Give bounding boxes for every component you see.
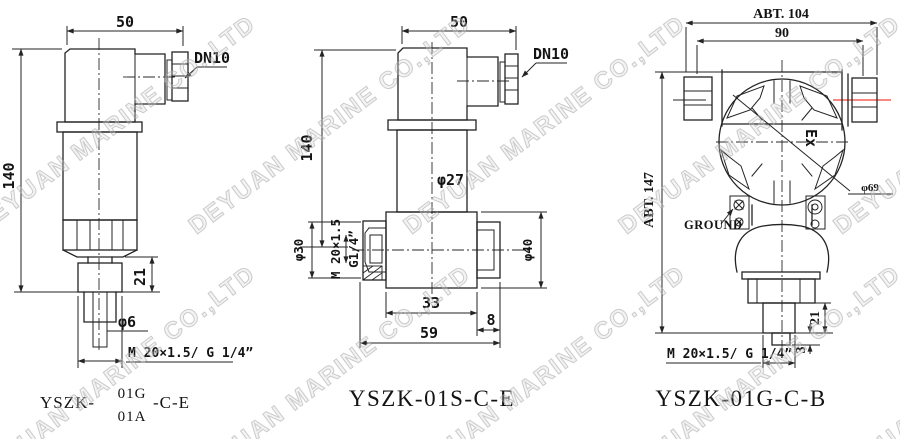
thread-stub [762,302,796,334]
ex-mark: Ex [802,129,820,147]
dim-port-left-label: φ30 [291,239,306,262]
model-suffix: -C-E [153,393,190,412]
flange [56,121,143,133]
dim-dia-label: φ69 [861,182,879,194]
dim-total: 59 [359,282,501,348]
dim-body-label: φ27 [437,171,464,189]
dim-height: 140 [298,49,396,248]
ground-callout: GROUND [684,208,743,232]
neck [87,256,113,264]
dim-width: 50 [66,13,184,46]
thread-label: M 20×1.5/ G 1/4” [667,347,792,362]
dim-thread: M 20×1.5 G1/4” [328,219,361,279]
model-label-right: YSZK-01G-C-B [655,386,826,411]
dim-width: 90 [696,26,864,76]
dim-width-label: 50 [450,13,468,31]
probe-outer [83,291,117,323]
port-right [476,221,501,279]
gland-plate [499,61,506,103]
model-lower: 01A [118,409,147,425]
conduit-bar [721,69,849,131]
hex-nut [747,278,816,304]
dim-thread: M 20×1.5/ G 1/4” [77,296,253,368]
drawing-left: 50 140 21 φ6 M 20×1.5/ G 1/4” [0,13,253,425]
model-prefix: YSZK- [40,393,95,412]
dim-height-abt-label: ABT. 147 [642,172,657,228]
dome [734,223,830,273]
conduit-hex-left [683,76,713,121]
dim-stub-label: 21 [808,311,823,325]
ground-label: GROUND [684,218,743,232]
dim-port-right-label: φ40 [520,239,535,262]
gland-plate [166,59,173,101]
thread-block [77,262,123,293]
model-upper: 01G [118,386,147,402]
gland-label: DN10 [533,45,569,63]
dim-port-left: φ30 [291,221,361,279]
dim-port-right: φ40 [481,211,547,289]
dim-width-label: 90 [775,26,789,41]
mounting-tabs [729,195,826,230]
thread-m-label: M 20×1.5 [328,219,343,279]
dim-width-abt: ABT. 104 [685,7,878,75]
probe-inner [92,291,108,348]
dim-width-abt-label: ABT. 104 [753,7,809,22]
drawing-right: φ69 Ex ABT. 104 [642,7,893,411]
gland-callout: DN10 [521,45,569,78]
dim-total-label: 59 [420,324,438,342]
dim-stub: 21 [797,302,831,334]
drawing-middle: 50 140 φ30 M 20×1.5 G1/4” φ27 33 [291,13,569,411]
thread-g-label: G1/4” [346,230,361,268]
dim-height-abt: ABT. 147 [642,71,833,334]
dim-height-label: 140 [0,162,18,189]
thread-label: M 20×1.5/ G 1/4” [128,346,253,361]
flange [741,271,821,280]
neck [751,204,813,226]
body-cylinder [62,131,138,221]
dim-tip-label: 3 [794,347,809,354]
hex-nut [62,219,138,251]
dim-height-label: 140 [298,134,316,161]
housing-circle [718,78,846,206]
dia-callout: φ69 [848,182,893,195]
gland-label: DN10 [194,49,230,67]
dim-tip: 3 [792,324,820,354]
dim-thread: M 20×1.5/ G 1/4” [666,335,796,368]
cover-grips [719,80,845,204]
port-left [362,220,387,281]
dim-offset: 8 [476,282,501,348]
conduit-hex-right [851,77,878,123]
probe-tip [771,332,791,346]
dim-offset-label: 8 [486,311,495,329]
dim-height: 140 [0,48,160,293]
cover-diagonal [732,94,851,192]
connector-housing [64,48,166,123]
gland-callout: DN10 [184,49,230,79]
dim-width: 50 [401,13,517,50]
connector-housing [397,47,499,121]
dim-len-label: 33 [422,294,440,312]
dim-width-label: 50 [116,13,134,31]
dim-block-label: 21 [131,268,149,286]
dim-probe-label: φ6 [118,313,136,331]
model-label-middle: YSZK-01S-C-E [349,386,515,411]
gland-hex [504,53,519,105]
dim-block: 21 [125,256,158,293]
dim-len: 33 [385,292,478,336]
model-label-left: YSZK- 01G 01A -C-E [40,386,190,425]
